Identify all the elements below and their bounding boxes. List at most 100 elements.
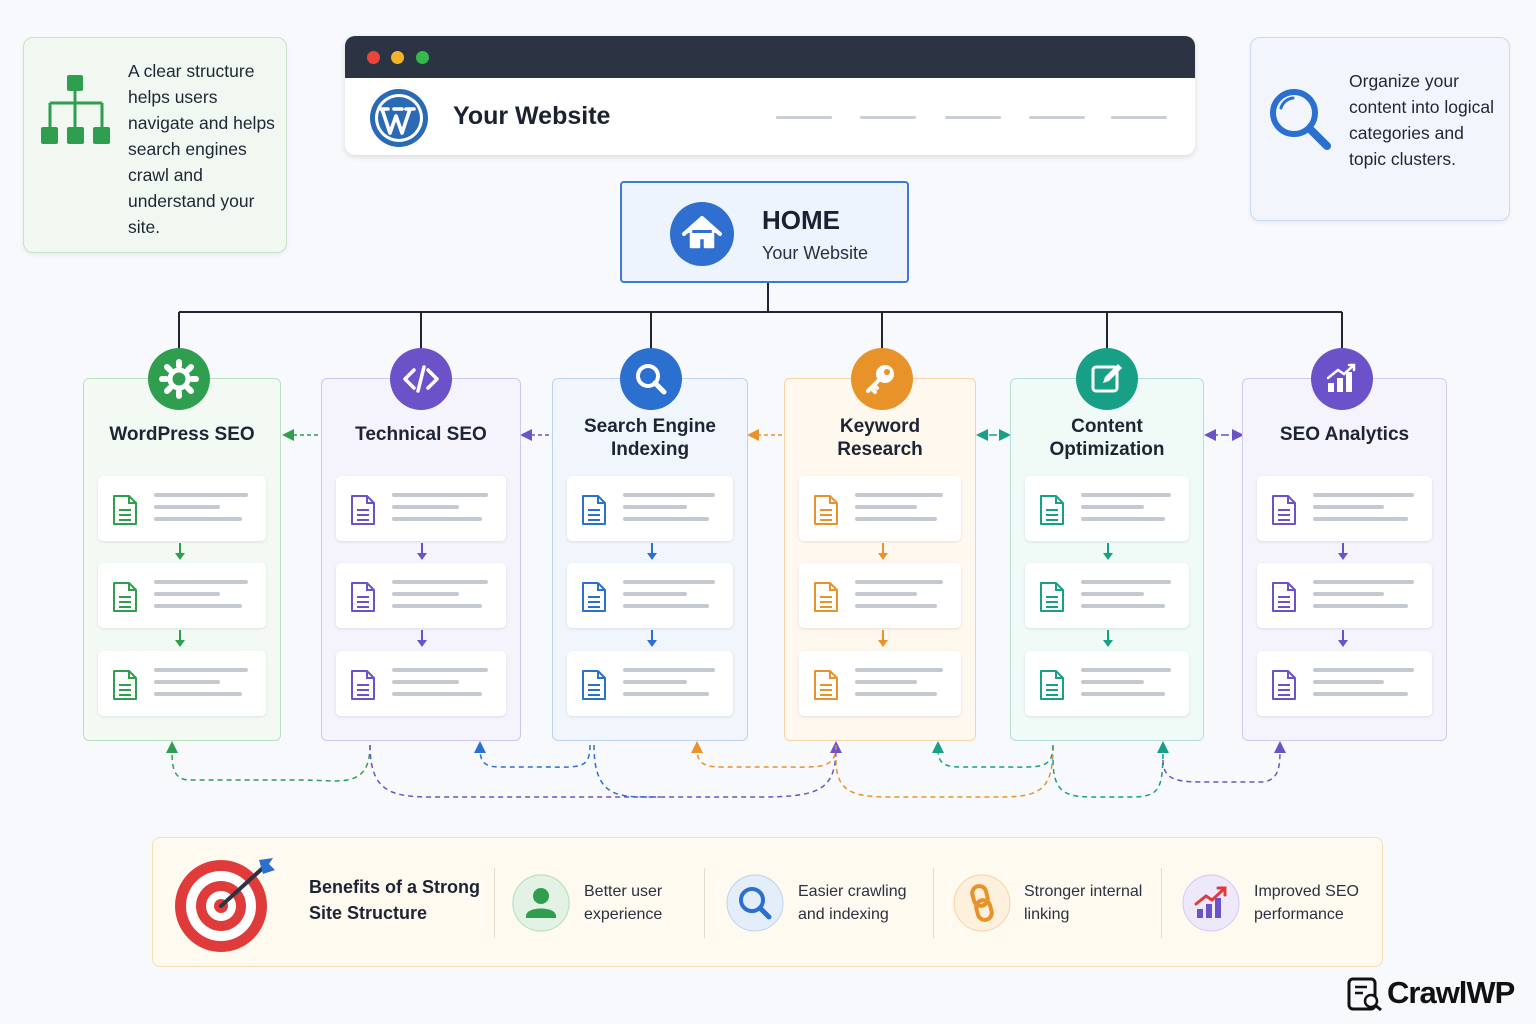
text-line xyxy=(1081,680,1144,684)
text-line xyxy=(1313,580,1414,584)
text-line xyxy=(1313,668,1414,672)
nav-item[interactable] xyxy=(945,116,1001,119)
category-column-technical-seo[interactable]: Technical SEO xyxy=(321,378,521,741)
home-node[interactable]: HOME Your Website xyxy=(620,181,909,283)
page-card[interactable] xyxy=(1025,476,1189,541)
text-line xyxy=(154,580,248,584)
text-line xyxy=(154,604,242,608)
page-card[interactable] xyxy=(1257,563,1432,628)
page-card[interactable] xyxy=(799,651,961,716)
document-icon xyxy=(582,495,606,525)
document-icon xyxy=(1272,582,1296,612)
text-line xyxy=(1313,604,1408,608)
nav-item[interactable] xyxy=(1111,116,1167,119)
page-card[interactable] xyxy=(567,563,733,628)
browser-window: Your Website xyxy=(345,36,1195,155)
text-line xyxy=(154,680,220,684)
document-icon xyxy=(1272,670,1296,700)
page-card[interactable] xyxy=(98,563,266,628)
text-line xyxy=(1081,517,1165,521)
page-card[interactable] xyxy=(1257,476,1432,541)
organize-note: Organize your content into logical categ… xyxy=(1250,37,1510,221)
wordpress-logo-icon xyxy=(370,89,428,147)
page-card[interactable] xyxy=(799,563,961,628)
document-icon xyxy=(113,495,137,525)
page-card[interactable] xyxy=(336,476,506,541)
text-line xyxy=(392,580,488,584)
text-line xyxy=(623,580,715,584)
text-line xyxy=(1081,493,1171,497)
home-subtitle: Your Website xyxy=(762,243,869,263)
page-card[interactable] xyxy=(1257,651,1432,716)
category-column-seo-analytics[interactable]: SEO Analytics xyxy=(1242,378,1447,741)
down-arrow-icon xyxy=(1102,630,1114,653)
text-line xyxy=(855,505,917,509)
page-card[interactable] xyxy=(1025,563,1189,628)
category-column-wordpress-seo[interactable]: WordPress SEO xyxy=(83,378,281,741)
home-title: HOME xyxy=(762,205,840,235)
category-title: SEO Analytics xyxy=(1279,424,1410,445)
category-column-keyword-research[interactable]: Keyword Research xyxy=(784,378,976,741)
benefit-label: Better user experience xyxy=(584,883,663,923)
down-arrow-icon xyxy=(174,630,186,653)
close-dot[interactable] xyxy=(367,51,380,64)
down-arrow-icon xyxy=(877,630,889,653)
text-line xyxy=(1313,692,1408,696)
text-line xyxy=(623,493,715,497)
text-line xyxy=(392,592,459,596)
target-icon xyxy=(175,858,275,952)
text-line xyxy=(154,517,242,521)
text-line xyxy=(1081,592,1144,596)
text-line xyxy=(623,604,709,608)
page-card[interactable] xyxy=(336,651,506,716)
text-line xyxy=(1081,692,1165,696)
crawlwp-logo-icon xyxy=(1347,977,1382,1011)
nav-item[interactable] xyxy=(1029,116,1085,119)
document-icon xyxy=(113,670,137,700)
nav-item[interactable] xyxy=(860,116,916,119)
benefit-label: Easier crawling and indexing xyxy=(798,883,907,923)
text-line xyxy=(623,680,687,684)
growth-chart-icon xyxy=(1182,874,1240,932)
document-icon xyxy=(1040,670,1064,700)
document-icon xyxy=(1040,495,1064,525)
magnifier-icon xyxy=(620,348,682,410)
benefits-title: Benefits of a Strong Site Structure xyxy=(309,877,481,923)
organize-note-text: Organize your content into logical categ… xyxy=(1349,71,1494,169)
nav-item[interactable] xyxy=(776,116,832,119)
text-line xyxy=(392,493,488,497)
text-line xyxy=(154,692,242,696)
category-column-content-optimization[interactable]: Content Optimization xyxy=(1010,378,1204,741)
code-icon xyxy=(390,348,452,410)
document-icon xyxy=(814,495,838,525)
text-line xyxy=(623,668,715,672)
down-arrow-icon xyxy=(877,543,889,566)
page-card[interactable] xyxy=(336,563,506,628)
category-title: Content Optimization xyxy=(1049,416,1165,460)
text-line xyxy=(1313,505,1384,509)
page-card[interactable] xyxy=(567,476,733,541)
page-card[interactable] xyxy=(98,651,266,716)
document-icon xyxy=(582,582,606,612)
document-icon xyxy=(351,670,375,700)
document-icon xyxy=(582,670,606,700)
category-title: Keyword Research xyxy=(837,416,923,460)
text-line xyxy=(392,517,482,521)
text-line xyxy=(1081,604,1165,608)
text-line xyxy=(1313,517,1408,521)
page-card[interactable] xyxy=(799,476,961,541)
category-column-search-engine-indexing[interactable]: Search Engine Indexing xyxy=(552,378,748,741)
page-card[interactable] xyxy=(567,651,733,716)
minimize-dot[interactable] xyxy=(391,51,404,64)
text-line xyxy=(623,692,709,696)
text-line xyxy=(623,517,709,521)
text-line xyxy=(623,592,687,596)
page-card[interactable] xyxy=(1025,651,1189,716)
text-line xyxy=(1081,580,1171,584)
text-line xyxy=(1313,680,1384,684)
maximize-dot[interactable] xyxy=(416,51,429,64)
benefit-label: Stronger internal linking xyxy=(1024,883,1143,923)
page-card[interactable] xyxy=(98,476,266,541)
category-title: WordPress SEO xyxy=(109,424,255,445)
